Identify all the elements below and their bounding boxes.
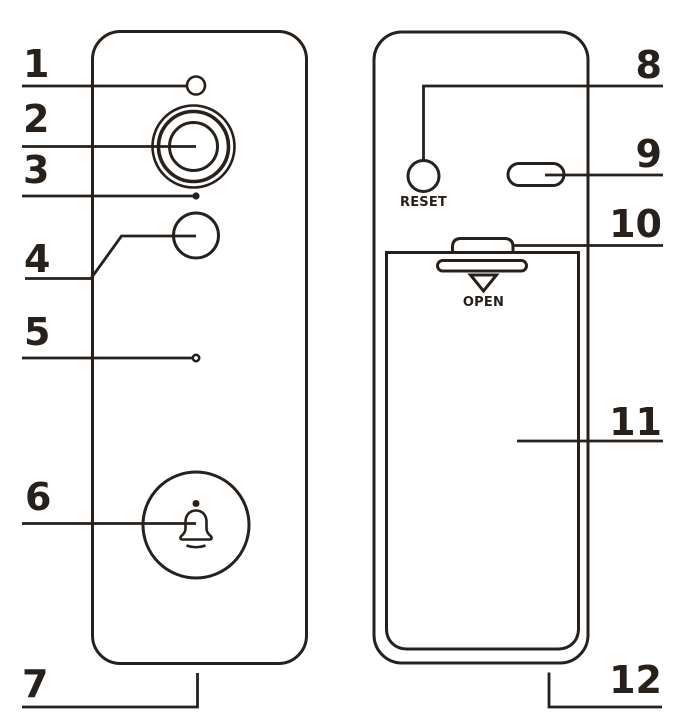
callout-number-9: 9 [635, 132, 662, 176]
front-view [22, 30, 308, 709]
back-device-outline [372, 30, 590, 665]
callout-7-leader-line [22, 673, 199, 709]
callout-number-12: 12 [609, 658, 662, 702]
back-view [372, 30, 663, 709]
callout-number-4: 4 [24, 237, 51, 281]
bell-icon-clapper-line [186, 544, 206, 549]
light-sensor-circle [185, 75, 207, 96]
reset-button-circle [406, 159, 441, 193]
callout-4-leader-line [25, 234, 196, 280]
battery-cover-outline [385, 251, 580, 651]
triangle-down-icon [467, 273, 500, 294]
cover-slide-slot [436, 259, 528, 273]
cover-latch-tab [451, 237, 515, 253]
callout-number-6: 6 [25, 475, 52, 519]
microphone-hole [191, 353, 201, 363]
reset-label: RESET [399, 195, 448, 210]
callout-number-8: 8 [635, 43, 662, 87]
bell-icon [179, 509, 213, 541]
callout-number-2: 2 [23, 97, 50, 141]
doorbell-button-circle [141, 470, 251, 580]
callout-8-leader-line [422, 84, 663, 161]
front-device-outline [91, 30, 308, 665]
callout-number-3: 3 [23, 148, 50, 192]
open-label: OPEN [462, 295, 505, 310]
callout-number-11: 11 [609, 400, 662, 444]
bell-icon-dot [192, 500, 200, 507]
callout-number-7: 7 [22, 662, 49, 706]
callout-number-5: 5 [24, 310, 51, 354]
callout-number-1: 1 [23, 42, 50, 86]
callout-12-leader-line [547, 672, 662, 709]
callout-number-10: 10 [609, 202, 662, 246]
